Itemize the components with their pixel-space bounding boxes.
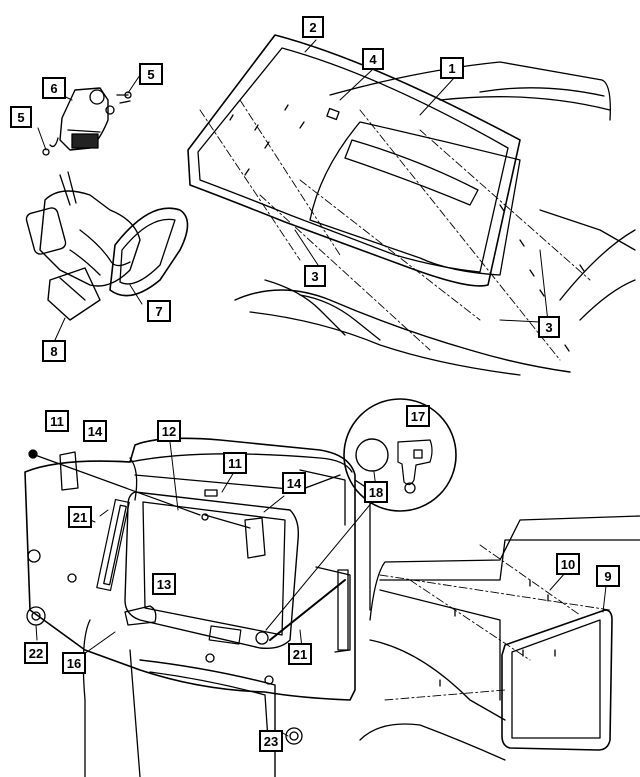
quarter-glass-group [359, 515, 640, 761]
callout-14-left: 14 [83, 420, 107, 442]
detail-circle-group [265, 398, 457, 631]
callout-2: 2 [302, 16, 324, 38]
callout-5-top: 5 [139, 63, 163, 85]
callout-12: 12 [157, 420, 181, 442]
callout-22: 22 [24, 642, 48, 664]
callout-21-right: 21 [288, 643, 312, 665]
callout-5-left: 5 [10, 106, 32, 128]
callout-14-center: 14 [282, 472, 306, 494]
callout-3-left: 3 [304, 265, 326, 287]
callout-1: 1 [440, 57, 464, 79]
callout-4: 4 [362, 48, 384, 70]
callout-21-left: 21 [68, 506, 92, 528]
mirror-assembly-group [25, 171, 189, 321]
callout-9: 9 [596, 565, 620, 587]
callout-11-left: 11 [45, 410, 69, 432]
windshield-leaders [294, 39, 549, 323]
callout-8: 8 [42, 340, 66, 362]
liftgate-group [24, 437, 371, 777]
callout-13: 13 [152, 573, 176, 595]
callout-17: 17 [406, 405, 430, 427]
callout-18: 18 [364, 481, 388, 503]
mirror-assembly-leaders [54, 284, 143, 341]
callout-6: 6 [42, 77, 66, 99]
quarter-glass-leaders [549, 572, 607, 613]
mirror-bracket-group [42, 87, 132, 156]
callout-11-center: 11 [223, 452, 247, 474]
callout-7: 7 [147, 300, 171, 322]
callout-16: 16 [62, 652, 86, 674]
callout-10: 10 [556, 553, 580, 575]
callout-23: 23 [259, 730, 283, 752]
windshield-group [187, 34, 636, 376]
callout-3-right: 3 [538, 316, 560, 338]
